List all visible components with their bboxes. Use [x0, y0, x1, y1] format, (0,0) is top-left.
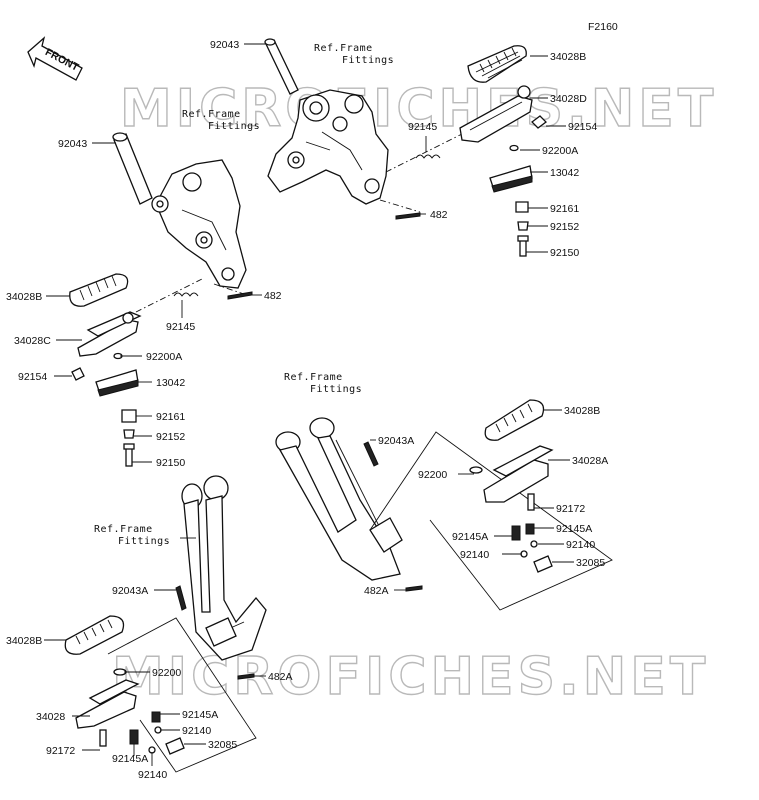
callout: 92140: [566, 539, 595, 551]
callout: 92140: [460, 549, 489, 561]
callout: 92145A: [452, 531, 488, 543]
middle-right-bracket: [275, 417, 613, 611]
callout: 92140: [138, 769, 167, 781]
svg-text:Ref.Frame: Ref.Frame: [94, 524, 153, 535]
callout-labels: 92043 92043 34028B 34028D 92154 92145 92…: [6, 39, 608, 781]
callout: 92150: [156, 457, 185, 469]
front-arrow-icon: FRONT: [27, 36, 83, 81]
callout: 92154: [568, 121, 597, 133]
watermark-top: MICROFICHES.NET: [120, 79, 717, 139]
lower-footpeg: [64, 615, 185, 755]
callout: 34028: [36, 711, 65, 723]
leader-lines: [44, 43, 574, 766]
svg-text:Fittings: Fittings: [208, 121, 260, 132]
lower-bracket: [107, 475, 267, 773]
ref-frame-label-bottom: Ref.Frame Fittings: [94, 524, 170, 547]
callout: 92161: [550, 203, 579, 215]
callout: 32085: [208, 739, 237, 751]
svg-text:Fittings: Fittings: [342, 55, 394, 66]
upper-left-footpeg: [69, 273, 142, 467]
callout: 92145: [408, 121, 437, 133]
callout: 34028D: [550, 93, 587, 105]
callout: 92145: [166, 321, 195, 333]
svg-text:Ref.Frame: Ref.Frame: [284, 372, 343, 383]
callout: 92200: [152, 667, 181, 679]
callout: 92172: [556, 503, 585, 515]
svg-text:Ref.Frame: Ref.Frame: [314, 43, 373, 54]
callout: 34028B: [564, 405, 600, 417]
svg-text:Fittings: Fittings: [310, 384, 362, 395]
svg-text:Ref.Frame: Ref.Frame: [182, 109, 241, 120]
svg-text:Fittings: Fittings: [118, 536, 170, 547]
upper-right-footpeg: [459, 45, 547, 257]
callout: 92043: [210, 39, 239, 51]
figure-code: F2160: [588, 21, 618, 33]
callout: 34028B: [6, 291, 42, 303]
callout: 482A: [364, 585, 389, 597]
callout: 92150: [550, 247, 579, 259]
callout: 13042: [550, 167, 579, 179]
callout: 92043A: [378, 435, 414, 447]
callout: 34028B: [6, 635, 42, 647]
callout: 34028A: [572, 455, 608, 467]
callout: 34028B: [550, 51, 586, 63]
callout: 92200: [418, 469, 447, 481]
callout: 92152: [156, 431, 185, 443]
callout: 92200A: [542, 145, 578, 157]
callout: 92154: [18, 371, 47, 383]
upper-right-bracket: [264, 38, 471, 220]
callout: 92145A: [182, 709, 218, 721]
callout: 92145A: [112, 753, 148, 765]
ref-frame-label-upper-left: Ref.Frame Fittings: [182, 109, 260, 132]
callout: 92161: [156, 411, 185, 423]
callout: 482A: [268, 671, 293, 683]
ref-frame-label-top: Ref.Frame Fittings: [314, 43, 394, 66]
callout: 32085: [576, 557, 605, 569]
upper-left-bracket: [112, 132, 253, 313]
callout: 92043: [58, 138, 87, 150]
watermark-bottom: MICROFICHES.NET: [112, 647, 709, 707]
middle-right-footpeg: [469, 399, 554, 573]
callout: 482: [264, 290, 282, 302]
callout: 92152: [550, 221, 579, 233]
callout: 34028C: [14, 335, 51, 347]
callout: 13042: [156, 377, 185, 389]
callout: 92145A: [556, 523, 592, 535]
callout: 92172: [46, 745, 75, 757]
callout: 92043A: [112, 585, 148, 597]
callout: 92200A: [146, 351, 182, 363]
callout: 92140: [182, 725, 211, 737]
callout: 482: [430, 209, 448, 221]
ref-frame-label-middle: Ref.Frame Fittings: [284, 372, 362, 395]
